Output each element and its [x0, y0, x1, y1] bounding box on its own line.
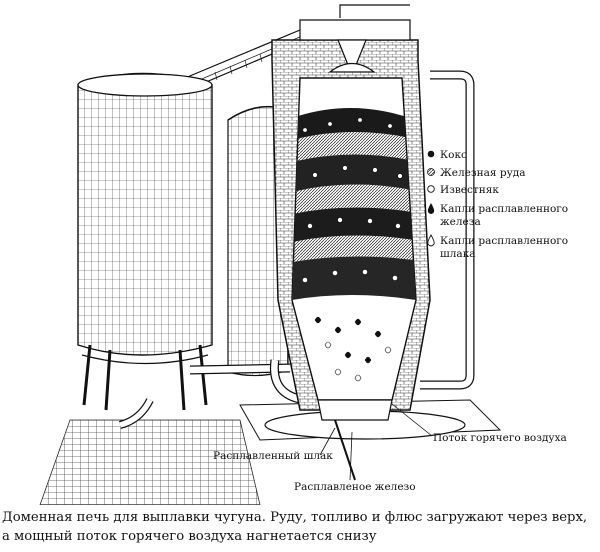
- hollow-drop-icon: [427, 234, 435, 247]
- callouts: Поток горячего воздуха Расплавленный шла…: [213, 403, 567, 493]
- label-hot-air: Поток горячего воздуха: [433, 432, 567, 444]
- furnace-top: [299, 4, 411, 73]
- legend-label-iron-drops: Капли расплавленного железа: [440, 203, 571, 228]
- legend-label-coke: Кокс: [440, 149, 467, 161]
- legend: Кокс Железная руда Известняк Капли распл…: [427, 149, 571, 260]
- solid-dot-icon: [427, 150, 435, 158]
- legend-label-ore: Железная руда: [440, 167, 525, 179]
- legend-label-slag-drops: Капли расплавленного шлака: [440, 235, 571, 260]
- legend-label-limestone: Известняк: [440, 184, 499, 196]
- left-silo: [77, 72, 213, 411]
- figure-caption: Доменная печь для выплавки чугуна. Руду,…: [2, 508, 598, 546]
- caption-line-2: а мощный поток горячего воздуха нагнетае…: [2, 529, 377, 544]
- blast-furnace-illustration: Кокс Железная руда Известняк Капли распл…: [39, 4, 571, 505]
- caption-line-1: Доменная печь для выплавки чугуна. Руду,…: [2, 510, 588, 525]
- label-iron: Расплавленое железо: [294, 481, 416, 493]
- label-slag: Расплавленный шлак: [213, 450, 333, 462]
- charge-layers: [292, 108, 416, 382]
- hatched-dot-icon: [427, 168, 435, 176]
- hollow-dot-icon: [427, 185, 435, 193]
- hearth: [317, 399, 393, 481]
- solid-drop-icon: [427, 203, 435, 214]
